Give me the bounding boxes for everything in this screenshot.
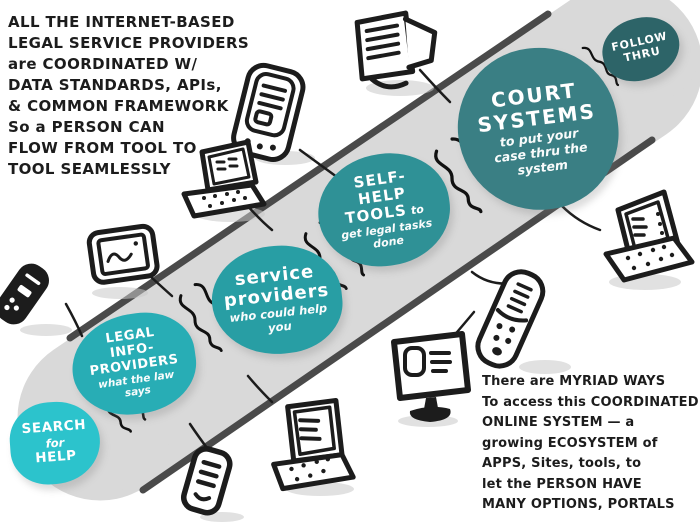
node-subtitle-line: you — [267, 318, 293, 335]
note-line: growing ECOSYSTEM of — [482, 435, 658, 451]
note-line: LEGAL SERVICE PROVIDERS — [8, 34, 250, 52]
note-line: let the PERSON HAVE — [482, 476, 642, 492]
note-line: are COORDINATED W/ — [8, 55, 198, 73]
note-line: & COMMON FRAMEWORK — [8, 97, 229, 115]
note-line: There are MYRIAD WAYS — [482, 374, 666, 389]
note-top-left: ALL THE INTERNET-BASED LEGAL SERVICE PRO… — [8, 12, 268, 180]
node-title-word: to — [410, 202, 425, 218]
note-line: ONLINE SYSTEM — a — [482, 415, 635, 430]
small-phone-icon — [181, 446, 233, 516]
note-line: So a PERSON CAN — [8, 118, 165, 136]
note-line: TOOL SEAMLESSLY — [8, 160, 171, 178]
note-bottom-right: There are MYRIAD WAYS To access this COO… — [482, 372, 699, 516]
flat-monitor-icon — [391, 331, 471, 422]
node-subtitle-line: says — [124, 384, 152, 400]
note-line: FLOW FROM TOOL TO — [8, 139, 197, 157]
crt-monitor-icon — [354, 10, 438, 90]
note-line: DATA STANDARDS, APIs, — [8, 76, 222, 94]
laptop-bottom-icon — [271, 397, 356, 492]
tablet-icon — [86, 223, 160, 285]
node-title-line: HELP — [34, 447, 78, 467]
note-line: To access this COORDINATED — [482, 394, 699, 410]
laptop-icon — [181, 139, 267, 219]
laptop-right-icon — [603, 189, 695, 283]
note-line: ALL THE INTERNET-BASED — [8, 13, 235, 31]
note-line: MANY OPTIONS, PORTALS — [482, 497, 675, 512]
feature-phone-right-icon — [475, 269, 546, 369]
note-line: APPS, Sites, tools, to — [482, 456, 642, 471]
flip-phone-icon — [0, 263, 49, 325]
node-subtitle-line: done — [372, 233, 405, 251]
